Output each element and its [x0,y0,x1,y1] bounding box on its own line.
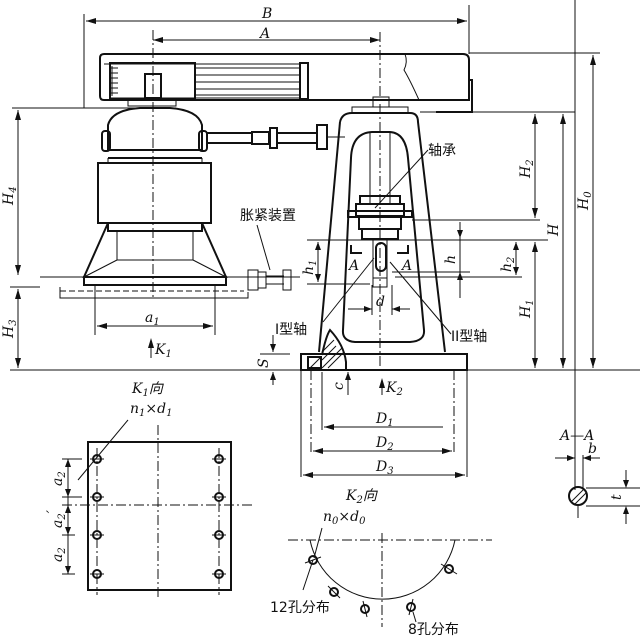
bolt-hole [212,454,226,464]
dimension-H1: H1 [360,239,548,368]
dimension-H4: H4 [1,110,21,275]
bolt-hole [360,600,370,618]
bolt-hole [90,454,104,464]
dimension-h1: h1 [301,239,370,285]
dimension-S: S [256,335,290,385]
bolt-hole [90,569,104,579]
section-marker-left: A [347,245,362,274]
dimension-c: c [331,372,351,395]
k1-holes [90,454,226,579]
label-section-aa: A—A [558,428,594,444]
view-arrow-K2: K2 [379,378,403,398]
label-k1-view: K1向 [131,381,165,399]
dimension-B: B [83,5,470,108]
label-d: d [376,294,385,310]
bolt-hole [212,492,226,502]
drive-shaft [206,124,345,150]
label-H: H [546,223,562,237]
label-t: t [609,494,625,500]
label-A: A [258,26,270,42]
bolt-hole [406,598,416,616]
label-H2: H2 [518,159,536,179]
bolt-hole [90,492,104,502]
label-K2: K2 [385,380,403,398]
label-type1-shaft: I型轴 [275,322,307,338]
stand-column [300,96,468,371]
label-D1: D1 [375,411,394,429]
label-h: h [443,255,459,264]
bolt-hole [212,569,226,579]
label-8-holes: 8孔分布 [408,622,459,638]
dimension-H2: H2 [412,114,540,221]
label-b: b [588,441,597,457]
top-beam [99,53,473,113]
dimension-H0: H0 [469,52,600,368]
label-D2: D2 [375,435,394,453]
dimension-D1: D1 [324,411,443,430]
bolt-hole [90,530,104,540]
label-S: S [256,358,272,368]
dimension-a1: a1 [94,285,216,335]
dimension-H: H [420,111,575,368]
bolt-hole [304,555,322,565]
label-12-holes: 12孔分布 [270,600,330,616]
label-type2-shaft: II型轴 [451,329,487,345]
drive-unit [12,99,300,299]
section-marker-right: A [397,245,412,274]
section-aa: A—A b t [555,0,640,524]
label-H3: H3 [1,319,19,339]
k1-view: K1向 n1×d1 [62,381,252,600]
label-k2-view: K2向 [345,488,379,506]
label-n1xd1: n1×d1 [130,401,172,419]
dimension-a2: a2 a2′ a2 [45,458,82,575]
label-a1: a1 [145,310,160,328]
dimension-h: h [392,222,470,298]
type2-leader [389,261,452,335]
label-K1: K1 [154,342,172,360]
dimension-A: A [153,26,380,43]
dimension-D2: D2 [313,435,452,454]
bolt-hole [212,530,226,540]
label-n0xd0: n0×d0 [323,509,366,527]
label-bearing: 轴承 [428,143,456,159]
label-c: c [331,382,347,390]
k2-holes [304,555,458,623]
label-H4: H4 [1,186,19,206]
bolt-hole [327,585,341,599]
label-a2-bottom: a2 [50,547,68,562]
label-tensioner: 胀紧装置 [240,208,296,224]
label-section-a-right: A [400,258,412,274]
view-arrow-K1: K1 [148,338,172,360]
label-section-a-left: A [347,258,359,274]
label-h1: h1 [301,260,319,275]
label-H1: H1 [518,299,536,319]
label-h2: h2 [499,257,517,272]
dimension-d: d [348,285,410,315]
label-D3: D3 [375,459,394,477]
bolt-hole [440,563,458,575]
label-a2-top: a2 [50,471,68,486]
type1-leader [322,257,375,323]
dimension-D3: D3 [303,459,465,478]
label-a2-prime: a2′ [45,509,68,528]
k2-view: K2向 n0×d0 [288,488,492,627]
label-B: B [261,6,272,22]
label-H0: H0 [576,191,594,211]
dimension-H3: H3 [1,286,40,368]
tensioner-leader [256,224,271,271]
bearing-leader [374,149,429,209]
